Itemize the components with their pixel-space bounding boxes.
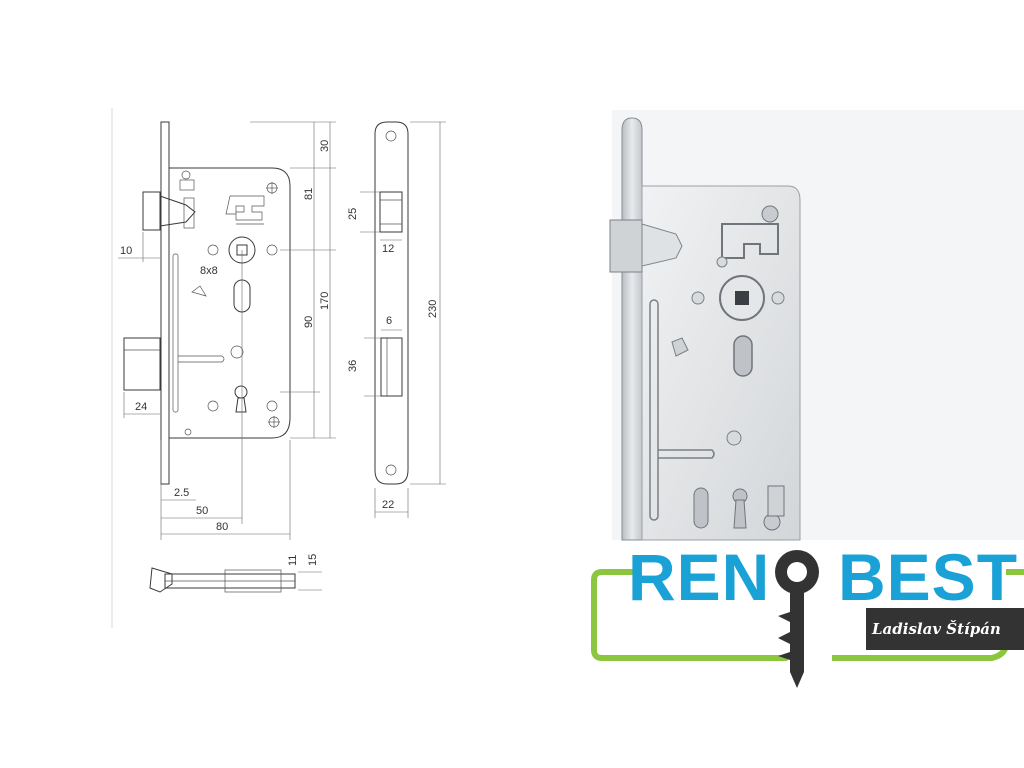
photo-forend <box>621 117 643 541</box>
dim-6: 6 <box>386 315 392 327</box>
dead-bolt <box>123 337 161 391</box>
front-case <box>168 167 291 439</box>
technical-drawing: 10 24 8x8 2.5 50 80 30 81 170 90 25 12 6… <box>111 108 446 628</box>
photo-case <box>641 185 801 541</box>
dim-11: 11 <box>287 555 299 566</box>
owner-bar <box>866 608 1024 650</box>
dim-50: 50 <box>196 505 208 517</box>
dim-8x8: 8x8 <box>200 265 218 277</box>
brand-right: BEST <box>838 540 1018 614</box>
dim-2-5: 2.5 <box>174 487 189 499</box>
owner-name: Ladislav Štípán <box>871 620 1001 638</box>
dim-10: 10 <box>120 245 132 257</box>
latch-bolt <box>142 191 196 231</box>
dim-22: 22 <box>382 499 394 511</box>
dim-90: 90 <box>303 316 315 328</box>
dim-25: 25 <box>347 208 359 220</box>
key-icon <box>775 550 819 688</box>
renobest-logo: REN BEST Ladislav Štípán <box>591 540 1024 688</box>
dim-230: 230 <box>427 300 439 318</box>
dim-81: 81 <box>303 188 315 200</box>
dim-12: 12 <box>382 243 394 255</box>
dim-15: 15 <box>307 554 319 566</box>
dim-170: 170 <box>319 292 331 310</box>
brand-left: REN <box>628 540 770 614</box>
dim-80: 80 <box>216 521 228 533</box>
side-forend <box>374 121 409 485</box>
dim-36: 36 <box>347 360 359 372</box>
front-forend <box>160 121 170 485</box>
dim-24: 24 <box>135 401 147 413</box>
logo-frame <box>591 569 789 661</box>
lock-photo <box>609 110 1024 541</box>
dim-30: 30 <box>319 140 331 152</box>
